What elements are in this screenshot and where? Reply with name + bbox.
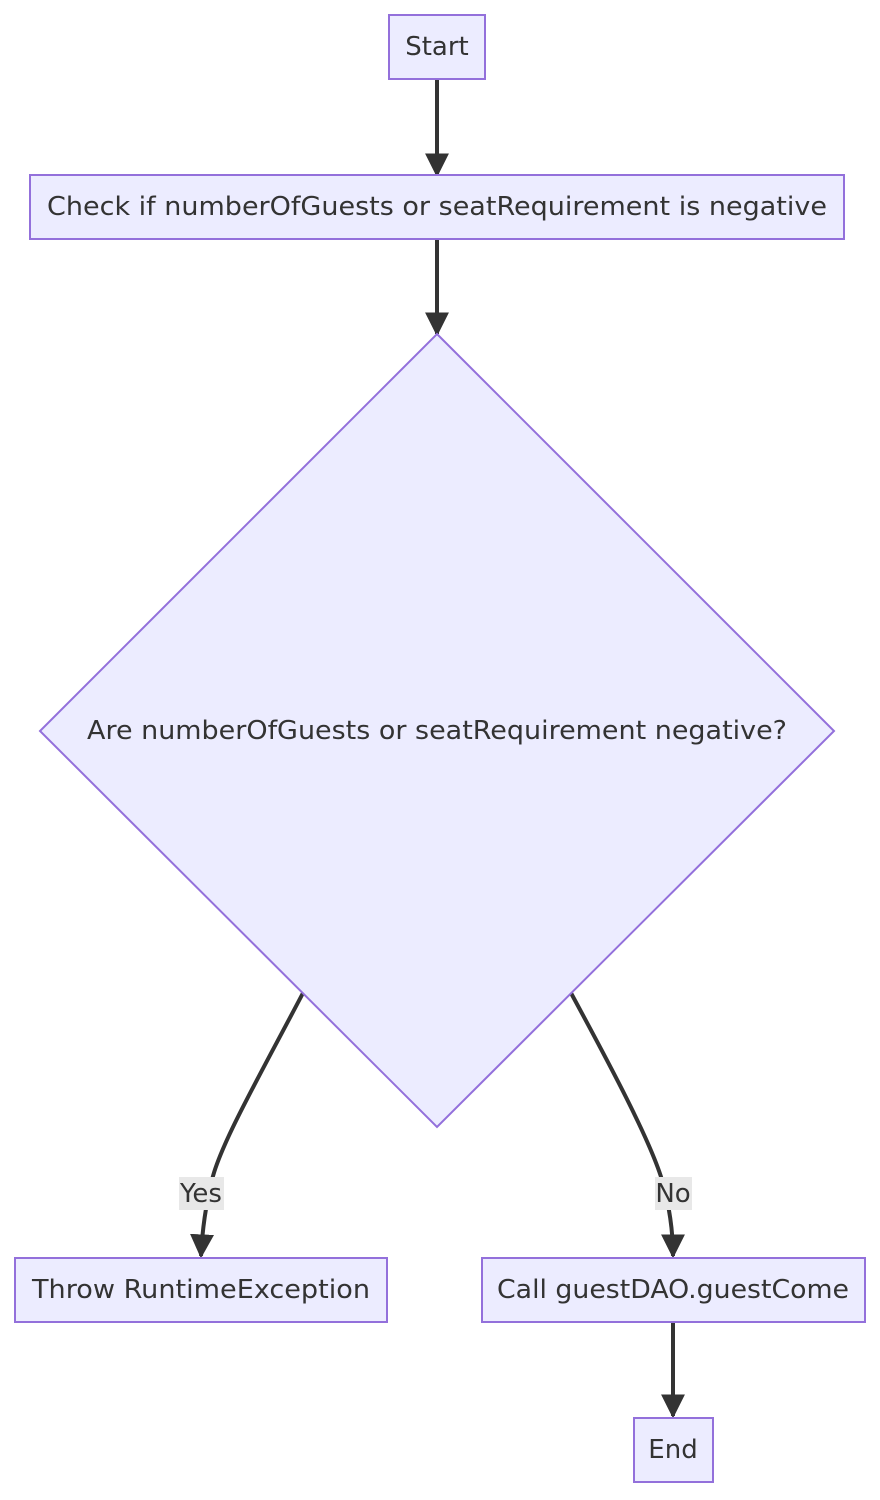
node-decision: Are numberOfGuests or seatRequirement ne… xyxy=(38,332,836,1129)
edge-label-no: No xyxy=(655,1177,692,1210)
edge-label-no-text: No xyxy=(655,1179,690,1209)
node-decision-label: Are numberOfGuests or seatRequirement ne… xyxy=(87,716,787,746)
node-check: Check if numberOfGuests or seatRequireme… xyxy=(29,174,845,240)
node-check-label: Check if numberOfGuests or seatRequireme… xyxy=(47,192,827,222)
edge-label-yes-text: Yes xyxy=(179,1179,222,1209)
node-start-label: Start xyxy=(405,32,469,62)
node-start: Start xyxy=(388,14,486,80)
node-throw-label: Throw RuntimeException xyxy=(31,1275,370,1305)
node-throw: Throw RuntimeException xyxy=(14,1257,388,1323)
node-end: End xyxy=(633,1417,714,1483)
node-call-label: Call guestDAO.guestCome xyxy=(497,1275,849,1305)
node-end-label: End xyxy=(648,1435,697,1465)
edge-decision-to-call xyxy=(569,992,685,1259)
edge-decision-to-throw xyxy=(190,992,305,1259)
edge-label-yes: Yes xyxy=(179,1177,224,1210)
node-call: Call guestDAO.guestCome xyxy=(481,1257,866,1323)
